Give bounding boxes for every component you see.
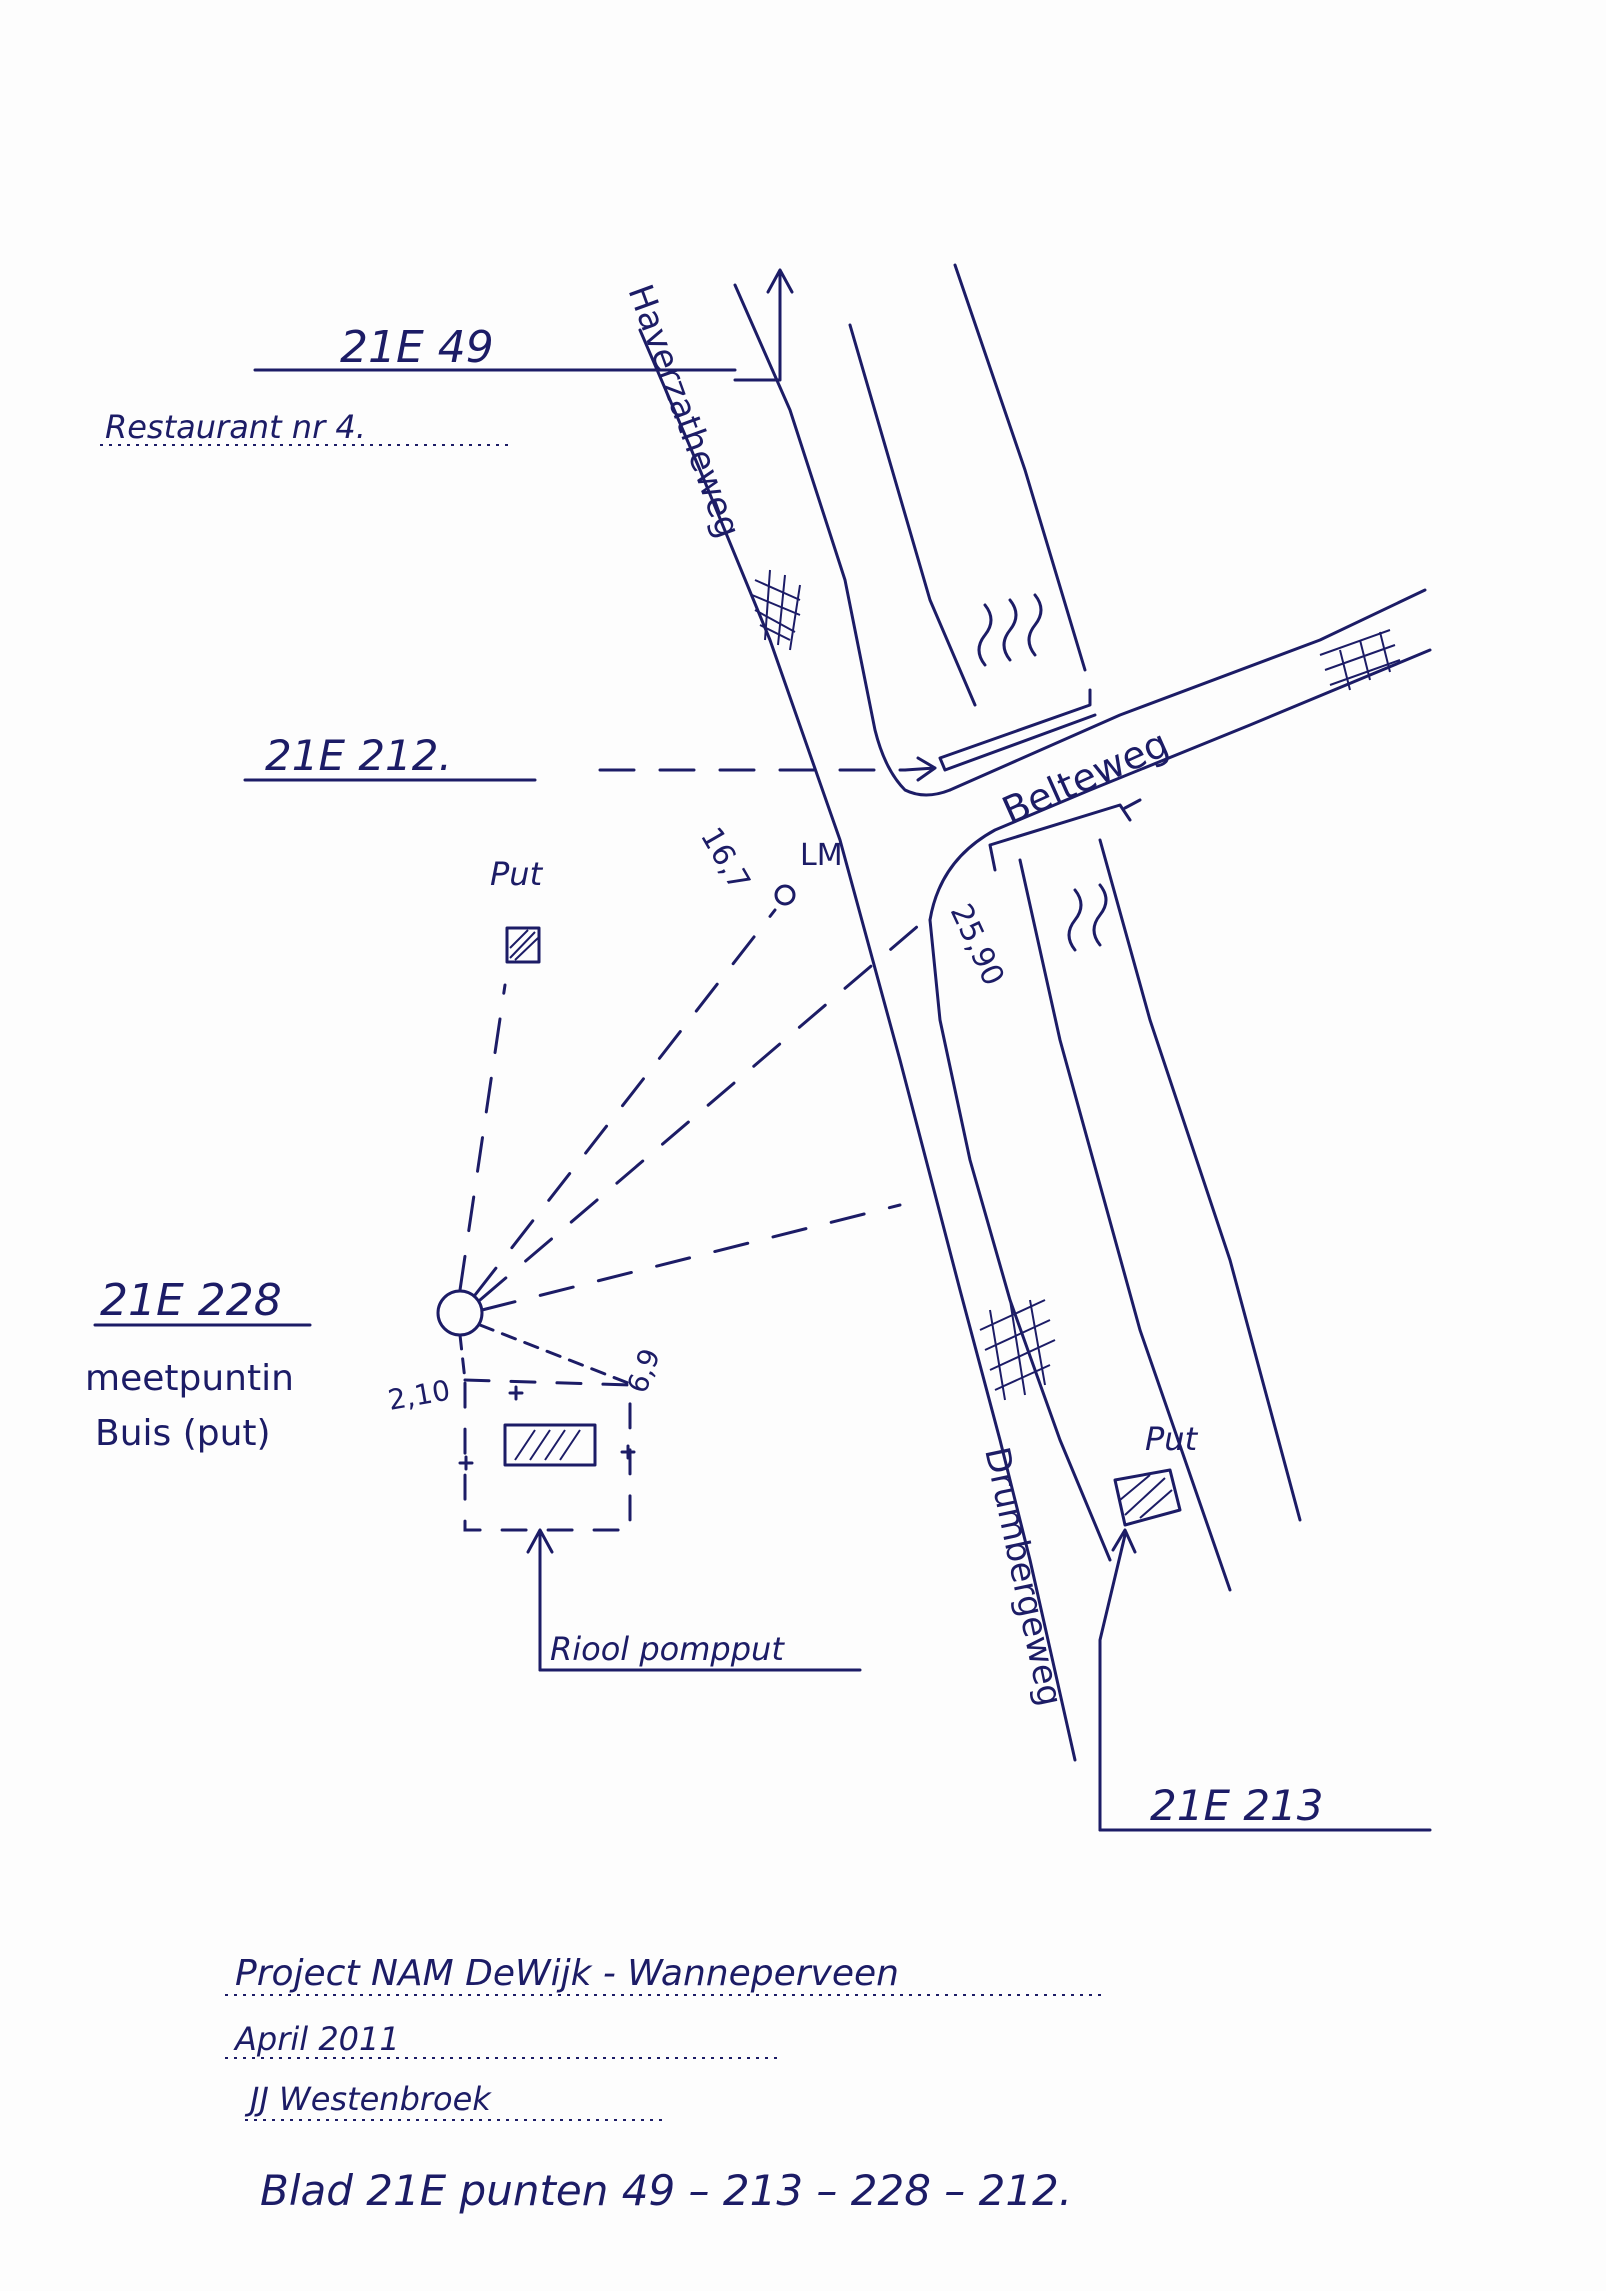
measurement-25-90: 25,90 [943, 899, 1011, 992]
put-right-box [1113, 1468, 1182, 1527]
drumbergeweg-east-edge [928, 918, 1112, 1562]
north-arrow [733, 268, 794, 382]
hatch-area-drumbergeweg [979, 1299, 1056, 1401]
footer-author: JJ Westenbroek [244, 2080, 492, 2118]
ditch-north-2 [953, 263, 1087, 672]
main-road-east-edge-north [733, 283, 952, 797]
footer-date: April 2011 [233, 2020, 400, 2058]
pompput-arrow [526, 1528, 554, 1672]
pompput-outline [463, 1378, 632, 1532]
hatch-area-haverzatheweg [751, 569, 801, 651]
measurement-2-10: 2,10 [385, 1374, 452, 1417]
p213-leader [1098, 1528, 1137, 1832]
belteweg-lower-edge [928, 648, 1432, 922]
p213-label: 21E 213 [1150, 1781, 1324, 1830]
sight-line-to-road [480, 1203, 902, 1312]
p228-description-line1: meetpuntin [85, 1358, 294, 1399]
lm-marker [774, 884, 796, 906]
sight-line-to-put-left [458, 983, 507, 1292]
p228-label: 21E 228 [100, 1275, 282, 1326]
water-symbol-north [977, 593, 1043, 667]
measurement-16-7: 16,7 [693, 822, 757, 897]
put-left-hatch [509, 929, 539, 961]
p228-measuring-point [436, 1289, 484, 1337]
p212-label: 21E 212. [265, 731, 452, 780]
measurement-6-9: 6,9 [621, 1344, 667, 1397]
pompput-inner-box [503, 1423, 597, 1467]
p228-to-pompput-diag [478, 1323, 630, 1385]
ditch-south-2 [1098, 838, 1302, 1522]
belteweg-upper-edge [948, 588, 1427, 792]
pompput-corner-marks [458, 1385, 636, 1471]
sight-line-to-lm [473, 908, 777, 1297]
put-right-hatch [1119, 1474, 1173, 1519]
water-symbol-south [1067, 883, 1108, 952]
footer-project: Project NAM DeWijk - Wanneperveen [235, 1953, 899, 1994]
put-left-label: Put [490, 855, 544, 893]
sight-line-to-junction [478, 918, 927, 1302]
p49-description: Restaurant nr 4. [105, 408, 366, 446]
p212-leader-arrowhead [903, 756, 937, 782]
p228-to-pompput [458, 1333, 467, 1382]
street-haverzatheweg: Haverzatheweg [620, 279, 749, 543]
pompput-inner-hatch [514, 1429, 581, 1461]
lm-label: LM [800, 838, 843, 873]
footer-sheet: Blad 21E punten 49 – 213 – 228 – 212. [260, 2166, 1072, 2215]
ditch-south-1 [1018, 858, 1232, 1592]
hatch-area-belteweg [1319, 629, 1401, 691]
street-drumbergeweg: Drumbergeweg [976, 1444, 1070, 1710]
put-left-box [505, 926, 541, 964]
riool-pompput-label: Riool pompput [550, 1630, 785, 1668]
put-right-label: Put [1145, 1420, 1199, 1458]
p228-description-line2: Buis (put) [95, 1413, 271, 1454]
main-road-west-edge [638, 328, 1077, 1762]
bridge-north [938, 688, 1097, 772]
p49-label: 21E 49 [340, 322, 494, 373]
ditch-north-1 [848, 323, 977, 707]
bridge-south [988, 798, 1142, 872]
